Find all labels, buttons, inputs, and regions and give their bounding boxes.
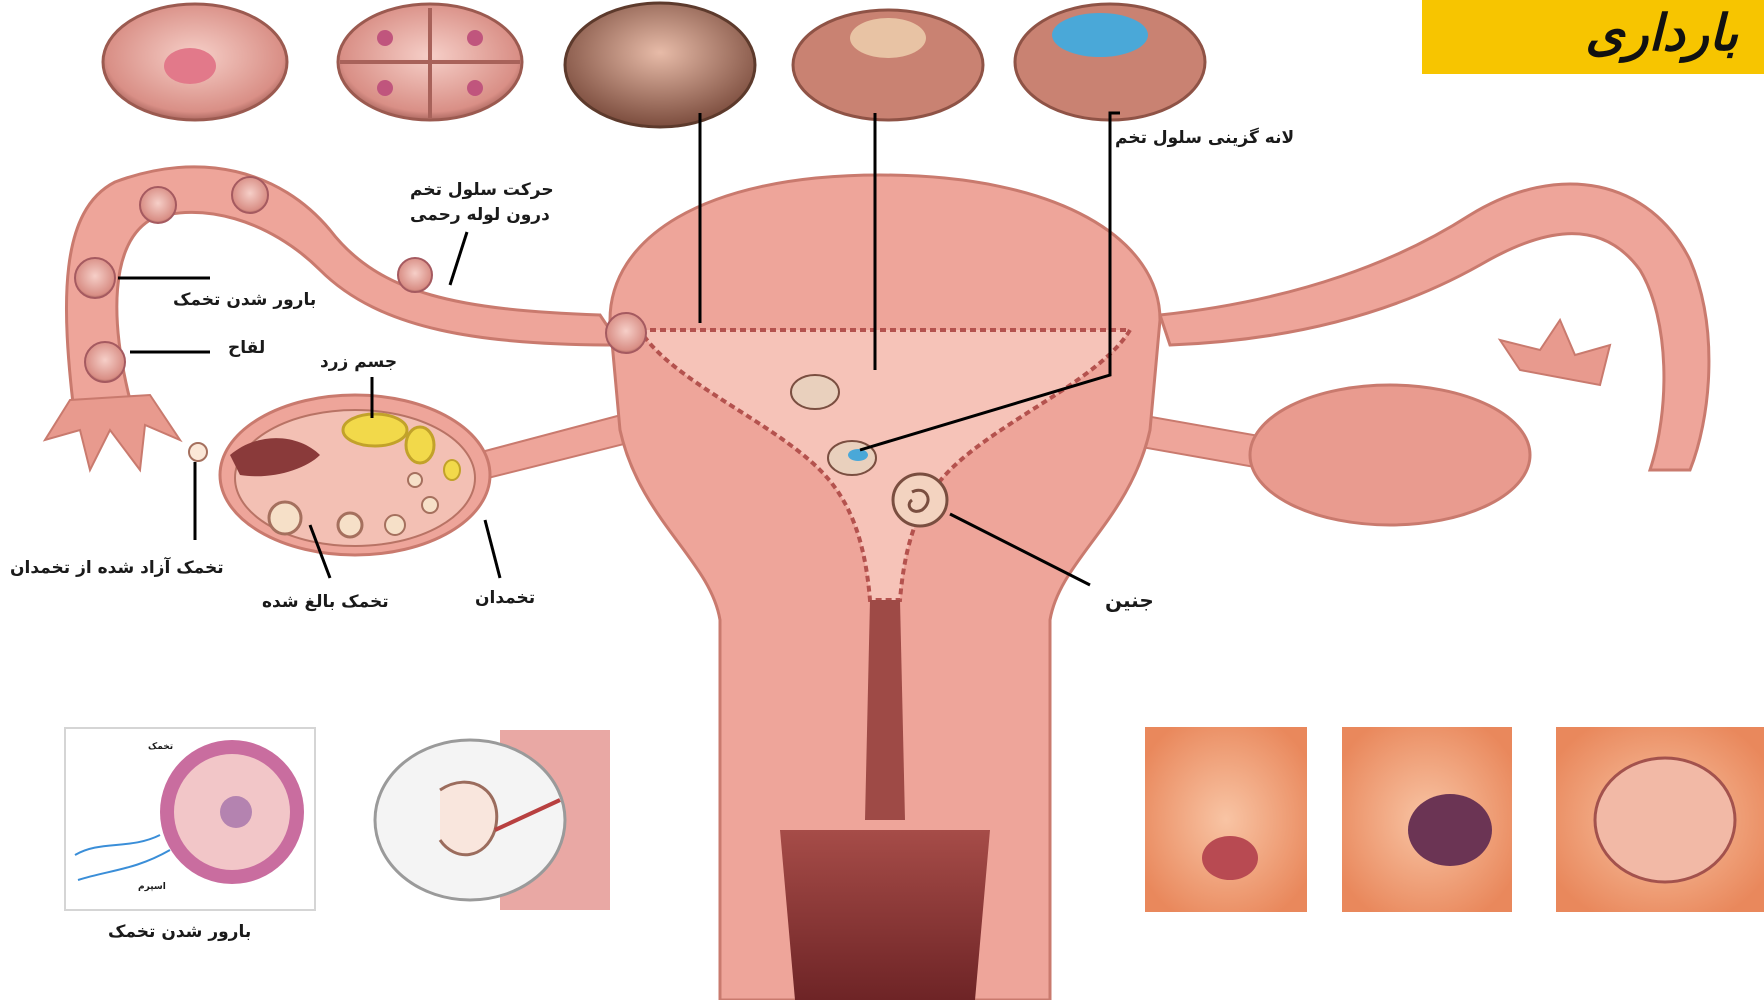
morula-stage xyxy=(565,3,755,127)
label-embryo: جنین xyxy=(1105,588,1154,612)
cervical-canal xyxy=(865,600,905,820)
label-fertilization-process: لقاح xyxy=(228,338,265,358)
pointer-ovary xyxy=(485,520,500,578)
inset-fertilization xyxy=(65,728,315,910)
embryo-in-uterus xyxy=(893,474,947,526)
implanting-blastocyst-stage xyxy=(1015,4,1205,120)
zygote-stage-1 xyxy=(103,4,287,120)
zygote-in-tube xyxy=(398,258,432,292)
label-corpus-luteum: جسم زرد xyxy=(320,352,397,372)
inset-embryo-placenta xyxy=(375,730,610,910)
label-mature-ovum: تخمک بالغ شده xyxy=(262,592,389,612)
ovary-left xyxy=(220,395,490,555)
label-zygote-movement-2: درون لوله رحمی xyxy=(410,205,550,225)
released-ovum xyxy=(189,443,207,461)
ovum-fusion xyxy=(85,342,125,382)
label-fertilization: بارور شدن تخمک xyxy=(173,290,316,310)
pregnancy-stage-2 xyxy=(1342,727,1512,912)
ovum-in-tube xyxy=(232,177,268,213)
blastocyst-in-uterus xyxy=(791,375,839,409)
ovarian-ligament-left xyxy=(470,410,640,480)
ovary-right xyxy=(1250,385,1530,525)
label-inset-caption: بارور شدن تخمک xyxy=(108,922,251,942)
pointer-tube-movement xyxy=(450,232,467,285)
fimbriae-left xyxy=(45,395,180,470)
ovum-in-tube xyxy=(140,187,176,223)
label-zygote-movement-1: حرکت سلول تخم xyxy=(410,180,554,200)
ovum-fertilization xyxy=(75,258,115,298)
label-ovary: تخمدان xyxy=(475,588,535,608)
label-implantation: لانه گزینی سلول تخم xyxy=(1115,128,1294,148)
pregnancy-stage-1 xyxy=(1145,727,1307,912)
zygote-stage-4-cell xyxy=(338,4,522,120)
cervix xyxy=(780,830,990,1000)
label-released-ovum: تخمک آزاد شده از تخمدان xyxy=(10,558,224,578)
label-inset-sperm: اسپرم xyxy=(138,882,166,893)
fimbriae-right xyxy=(1500,320,1610,385)
pregnancy-stage-3 xyxy=(1556,727,1764,912)
morula-in-tube xyxy=(606,313,646,353)
blastocyst-stage xyxy=(793,10,983,120)
label-inset-ovum: تخمک xyxy=(148,742,173,753)
